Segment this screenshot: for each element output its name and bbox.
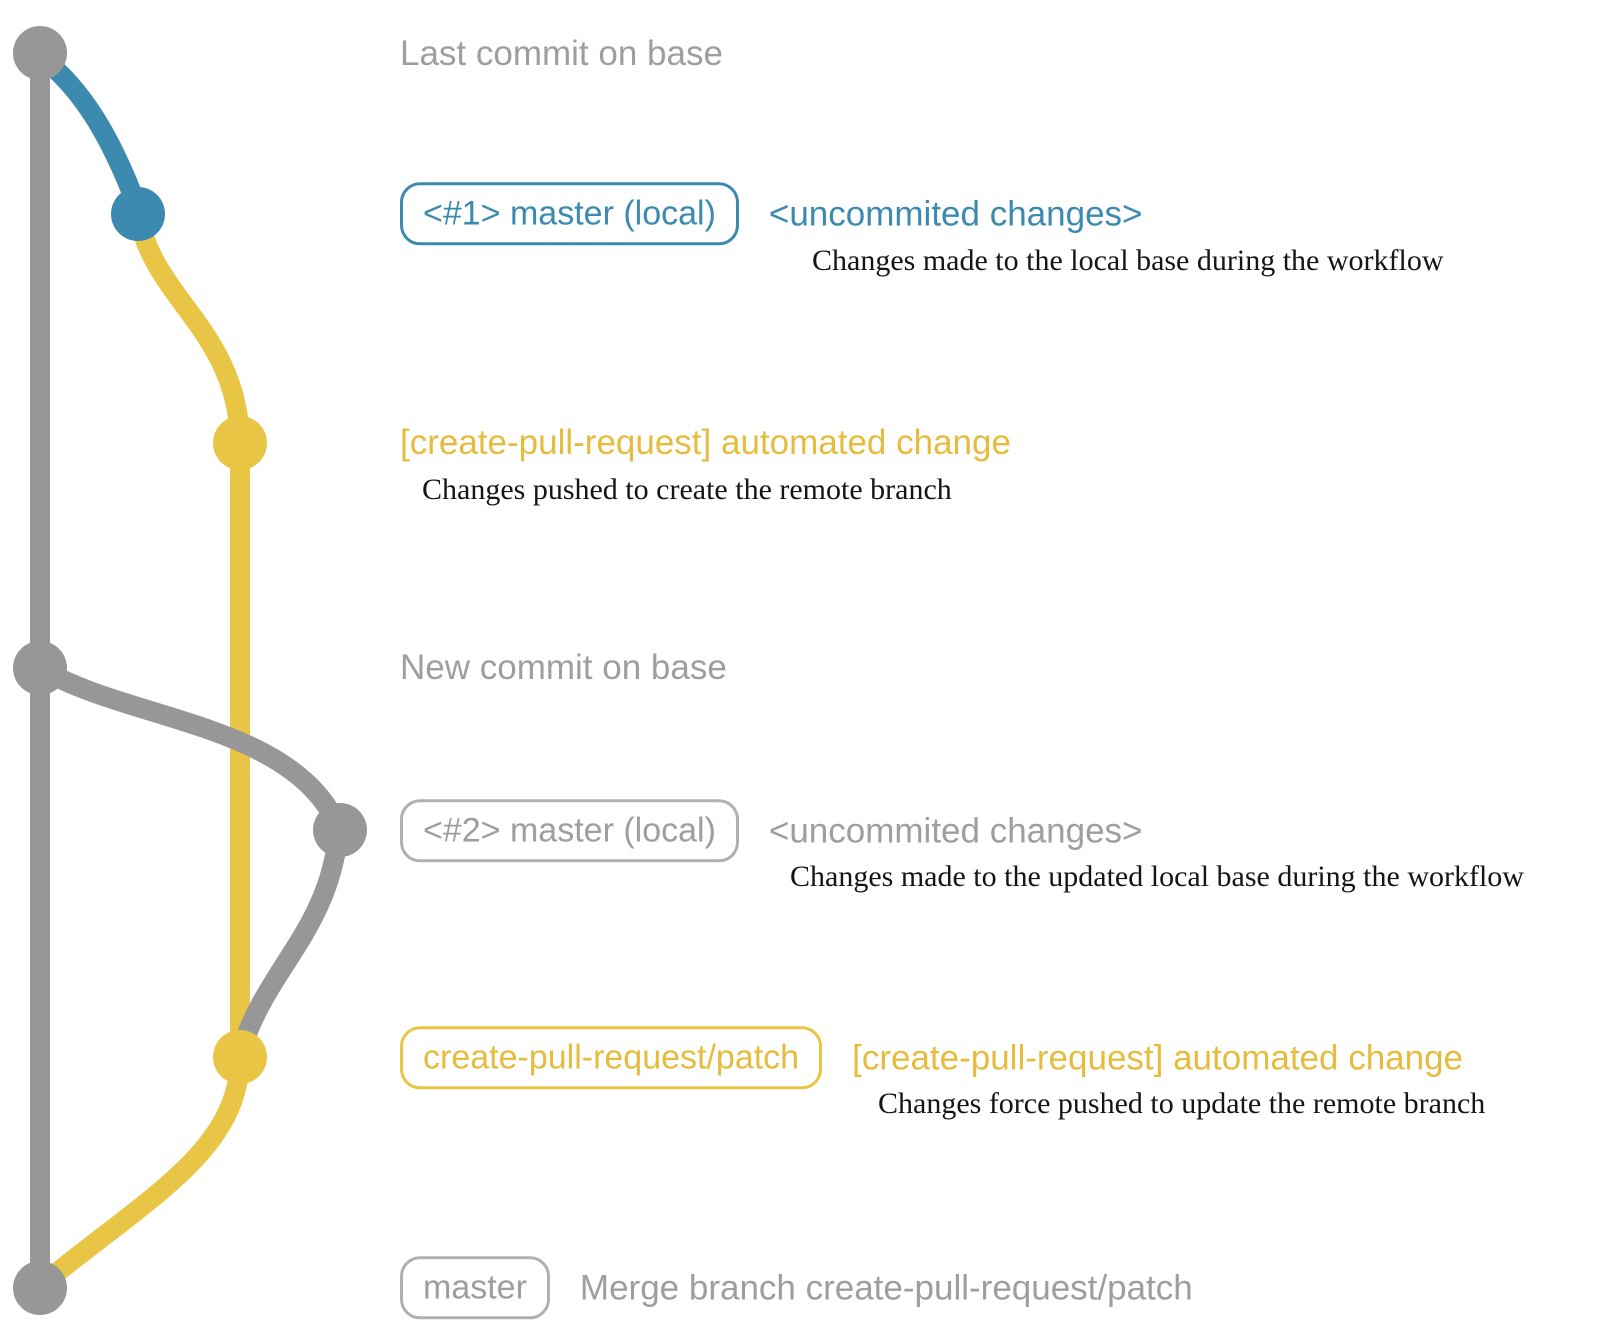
patch-branch-line [34, 204, 250, 1293]
local-branch-2-line-out [30, 658, 349, 838]
branch-badge-master-local-2: <#2> master (local) [400, 799, 739, 863]
branch-badge-master: master [400, 1256, 550, 1320]
branch-badge-patch: create-pull-request/patch [400, 1026, 823, 1090]
commit-message-merge: Merge branch create-pull-request/patch [579, 1267, 1193, 1307]
branch-badge-master-local-1: <#1> master (local) [400, 182, 739, 246]
label-new-commit-on-base: New commit on base [400, 648, 727, 688]
row-remote-commit-2: create-pull-request/patch [create-pull-r… [400, 1026, 1464, 1090]
label-last-commit-on-base: Last commit on base [400, 34, 723, 74]
commit-message-uncommited-1: <uncommited changes> [768, 193, 1143, 233]
commit-message-uncommited-2: <uncommited changes> [768, 810, 1143, 850]
remote-automated-change-2-dot [213, 1030, 267, 1084]
local-uncommited-changes-2-dot [313, 803, 367, 857]
commit-note-uncommited-2: Changes made to the updated local base d… [790, 860, 1524, 893]
row-local-commit-2: <#2> master (local) <uncommited changes> [400, 799, 1143, 863]
merge-commit-dot [13, 1261, 67, 1315]
commit-note-automated-1: Changes pushed to create the remote bran… [422, 473, 952, 506]
new-commit-on-base-dot [13, 641, 67, 695]
last-commit-title: Last commit on base [400, 34, 723, 73]
row-local-commit-1: <#1> master (local) <uncommited changes> [400, 182, 1143, 246]
commit-graph [13, 26, 367, 1315]
local-branch-2-line-in [232, 818, 349, 1058]
local-branch-1-line [30, 46, 147, 216]
commit-note-uncommited-1: Changes made to the local base during th… [812, 244, 1444, 277]
row-merge-commit: master Merge branch create-pull-request/… [400, 1256, 1193, 1320]
commit-message-automated-1: [create-pull-request] automated change [400, 423, 1011, 462]
commit-message-automated-2: [create-pull-request] automated change [852, 1037, 1464, 1077]
local-uncommited-changes-1-dot [111, 187, 165, 241]
last-commit-on-base-dot [13, 26, 67, 80]
row-remote-commit-1: [create-pull-request] automated change [400, 423, 1011, 463]
remote-automated-change-1-dot [213, 416, 267, 470]
commit-note-automated-2: Changes force pushed to update the remot… [878, 1087, 1486, 1120]
commit-dots [13, 26, 367, 1315]
new-commit-title: New commit on base [400, 648, 727, 687]
